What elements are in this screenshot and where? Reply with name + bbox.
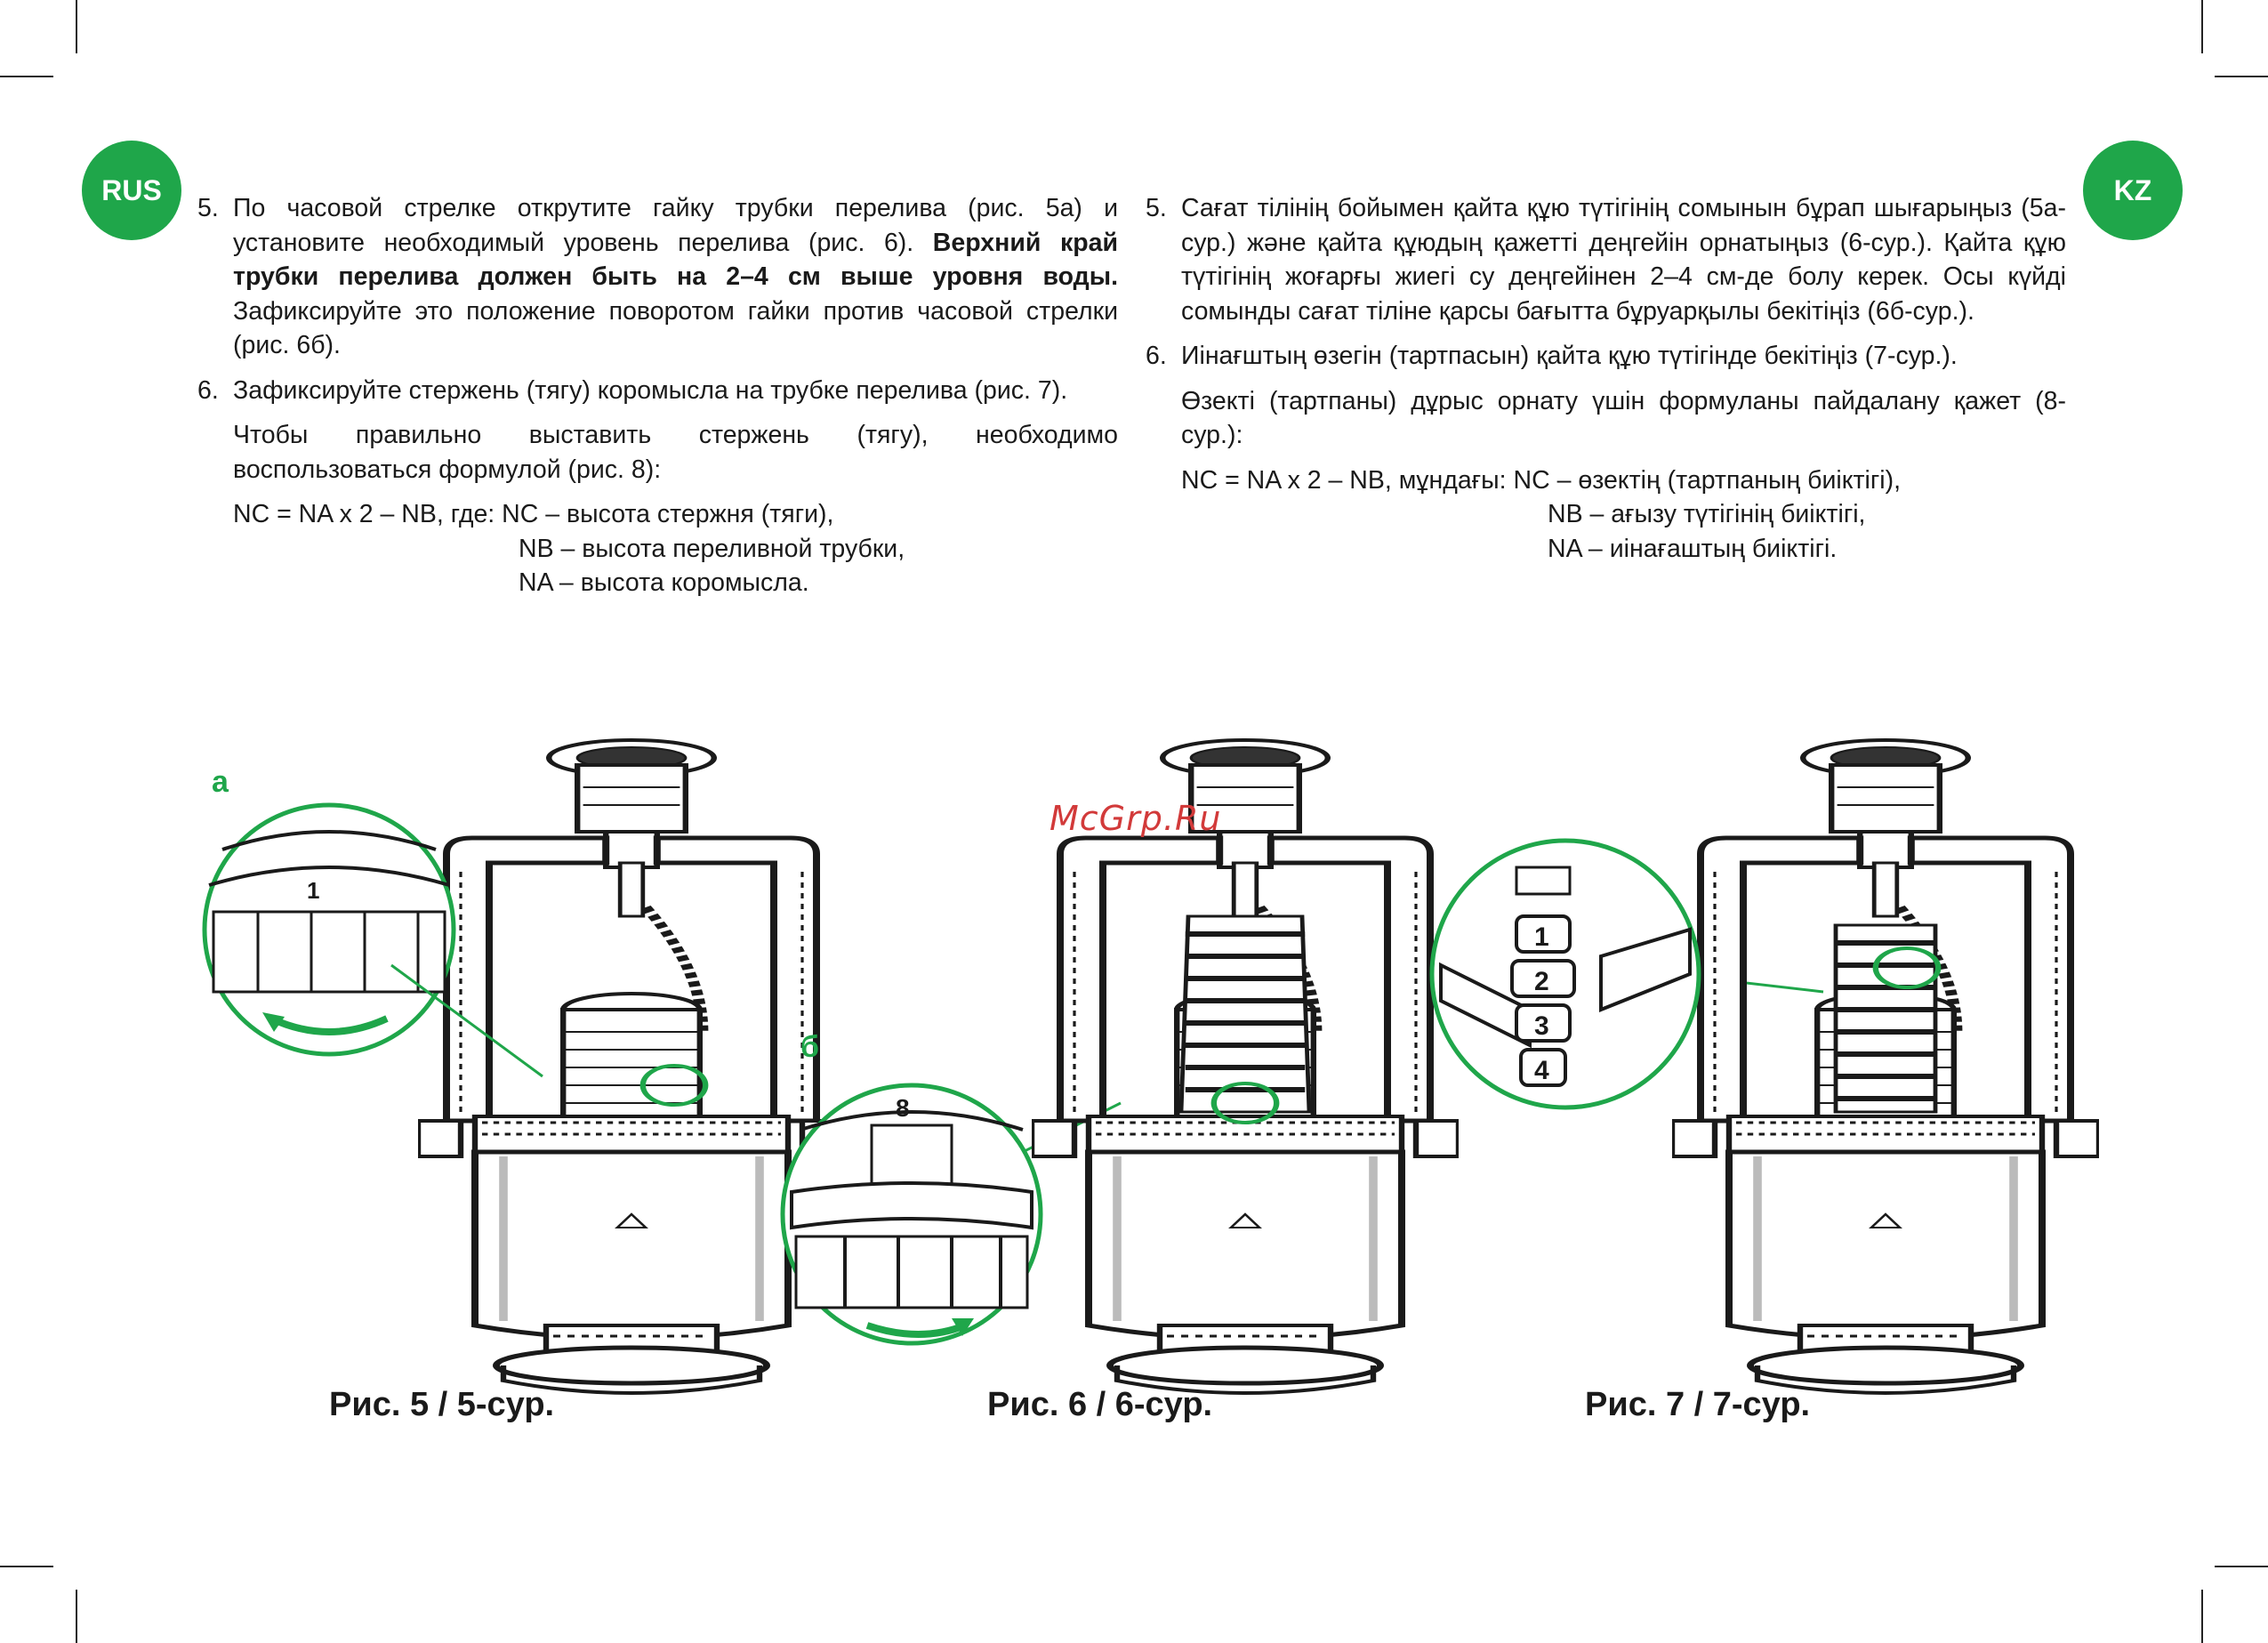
rus-formula: NC = NA x 2 – NB, где: NC – высота стерж…	[197, 497, 1118, 600]
figure-5-detail-callout: 1	[202, 802, 456, 1057]
detail-mark: 4	[1534, 1056, 1549, 1085]
detail-mark: 8	[896, 1094, 910, 1122]
formula-lead: NC = NA x 2 – NB, где:	[233, 500, 503, 528]
figure-5-drawing	[418, 738, 845, 1414]
crop-mark	[0, 1566, 53, 1567]
formula-line: NA – иінағаштың биіктігі.	[1548, 534, 1838, 563]
step-text-bold: Верхний край трубки перелива должен быть…	[233, 228, 1118, 292]
step-text: Сағат тілінің бойымен қайта құю түтігіні…	[1181, 194, 2066, 326]
step-text-part: Зафиксируйте это положение поворотом гай…	[233, 296, 1118, 360]
rus-formula-intro: Чтобы правильно выставить стержень (тягу…	[233, 421, 1118, 484]
step-text: По часовой стрелке открутите гайку трубк…	[233, 191, 1118, 363]
kz-formula: NC = NA x 2 – NB, мұндағы: NC – өзектің …	[1146, 463, 2066, 567]
language-badge-kz: KZ	[2083, 141, 2183, 240]
figure-5-caption: Рис. 5 / 5-сур.	[329, 1386, 555, 1423]
crop-mark	[2215, 1566, 2268, 1567]
detail-mark: 3	[1534, 1011, 1549, 1041]
language-badge-rus: RUS	[82, 141, 181, 240]
figure-6-detail-callout: 8	[780, 1083, 1043, 1346]
detail-mark: 1	[1534, 922, 1549, 952]
step-number: 6.	[197, 375, 219, 405]
kz-formula-intro: Өзекті (тартпаны) дұрыс орнату үшін форм…	[1181, 386, 2066, 450]
figure-6-drawing	[1032, 738, 1459, 1414]
rus-step-6: 6. Зафиксируйте стержень (тягу) коромысл…	[197, 374, 1118, 408]
formula-line: NB – высота переливной трубки,	[519, 534, 905, 563]
detail-mark: 2	[1534, 967, 1549, 996]
formula-lead: NC = NA x 2 – NB, мұндағы:	[1181, 465, 1514, 495]
watermark: McGrp.Ru	[1050, 799, 1222, 838]
kz-column: 5. Сағат тілінің бойымен қайта құю түтіг…	[1146, 191, 2066, 566]
step-text: Иінағштың өзегін (тартпасын) қайта құю т…	[1181, 342, 1958, 370]
formula-line: NC – высота стержня (тяги),	[502, 500, 834, 528]
crop-mark	[2201, 0, 2203, 53]
step-number: 6.	[1146, 342, 1167, 370]
rus-step-5: 5. По часовой стрелке открутите гайку тр…	[197, 191, 1118, 363]
crop-mark	[0, 76, 53, 77]
formula-line: NB – ағызу түтігінің биіктігі,	[1548, 500, 1866, 528]
callout-letter-a: а	[212, 765, 229, 799]
callout-letter-b: б	[800, 1030, 820, 1064]
crop-mark	[2215, 76, 2268, 77]
crop-mark	[76, 1590, 77, 1643]
step-text-part: По часовой стрелке открутите гайку трубк…	[233, 194, 1118, 257]
step-number: 5.	[1146, 194, 1167, 222]
step-number: 5.	[197, 194, 219, 222]
step-text: Зафиксируйте стержень (тягу) коромысла н…	[233, 375, 1068, 405]
figure-7-caption: Рис. 7 / 7-сур.	[1585, 1386, 1811, 1423]
figure-6-caption: Рис. 6 / 6-сур.	[987, 1386, 1213, 1423]
figure-7-detail-callout: 1 2 3 4	[1429, 838, 1701, 1110]
detail-mark: 1	[307, 877, 319, 904]
figure-7-drawing	[1672, 738, 2099, 1414]
kz-step-5: 5. Сағат тілінің бойымен қайта құю түтіг…	[1146, 191, 2066, 328]
kz-step-6: 6. Иінағштың өзегін (тартпасын) қайта құ…	[1146, 339, 2066, 374]
formula-line: NA – высота коромысла.	[519, 568, 809, 597]
formula-line: NC – өзектің (тартпаның биіктігі),	[1513, 465, 1902, 495]
crop-mark	[76, 0, 77, 53]
crop-mark	[2201, 1590, 2203, 1643]
rus-column: 5. По часовой стрелке открутите гайку тр…	[197, 191, 1118, 600]
